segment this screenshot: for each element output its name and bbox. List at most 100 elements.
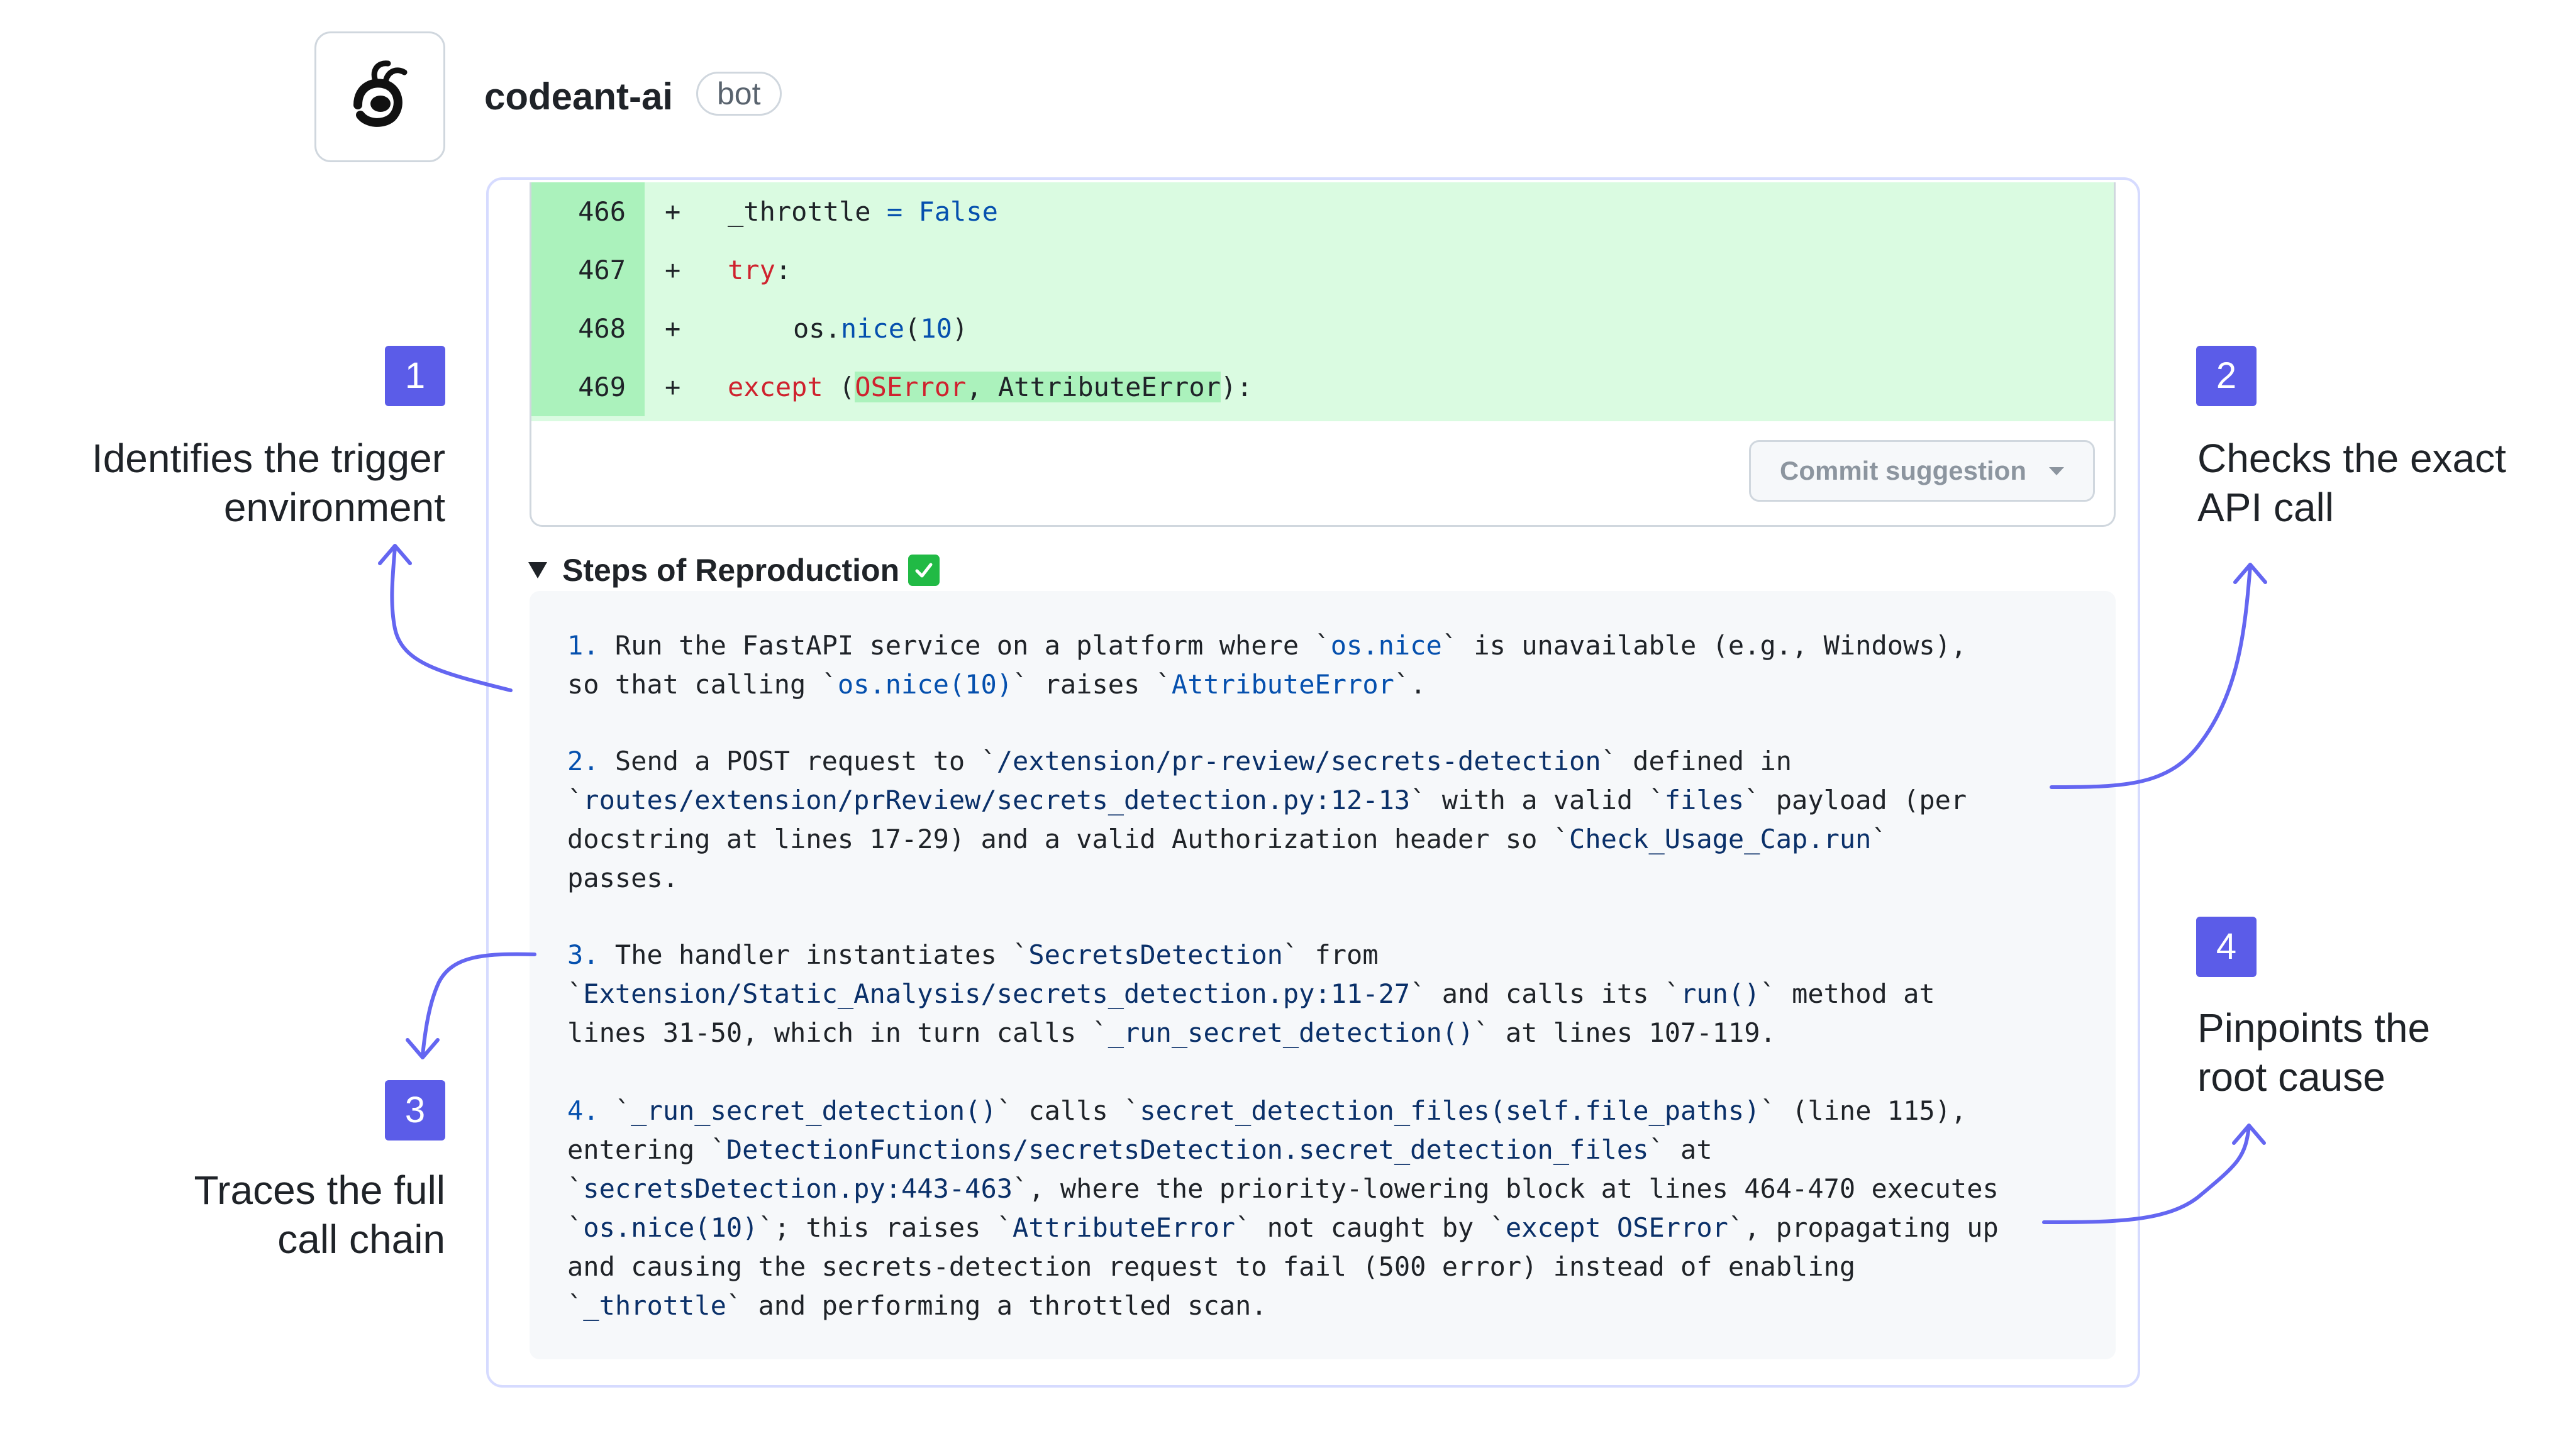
step-text: ` bbox=[599, 1095, 631, 1126]
step-text: ` with a valid ` bbox=[1410, 785, 1665, 815]
commit-suggestion-label: Commit suggestion bbox=[1779, 456, 2026, 485]
code-ref: _run_secret_detection() bbox=[1108, 1017, 1474, 1048]
step-4-line: 4. `_run_secret_detection()` calls `secr… bbox=[567, 1091, 1967, 1130]
code-ref: _run_secret_detection() bbox=[631, 1095, 997, 1126]
code-ref: secretsDetection.py:443-463 bbox=[583, 1173, 1013, 1204]
step-text: so that calling ` bbox=[567, 669, 838, 700]
step-3-line: lines 31-50, which in turn calls `_run_s… bbox=[567, 1013, 1776, 1052]
check-mark-icon bbox=[908, 555, 940, 586]
annotation-line: environment bbox=[223, 485, 445, 530]
diff-row: 469 + except (OSError, AttributeError): bbox=[531, 358, 2114, 416]
step-4-line: `secretsDetection.py:443-463`, where the… bbox=[567, 1169, 1999, 1208]
annotation-line: Checks the exact bbox=[2197, 436, 2506, 481]
suggestion-block: 466 + _throttle = False 467 + try: 468 +… bbox=[530, 182, 2116, 527]
step-1-line: 1. Run the FastAPI service on a platform… bbox=[567, 626, 1967, 665]
step-text: ` (line 115), bbox=[1760, 1095, 1967, 1126]
step-number: 3. bbox=[567, 939, 599, 970]
steps-title: Steps of Reproduction bbox=[562, 553, 900, 588]
avatar[interactable] bbox=[314, 31, 445, 162]
step-text: ` and calls its ` bbox=[1410, 978, 1681, 1009]
code-token: : bbox=[775, 255, 792, 285]
code-token: try bbox=[728, 255, 775, 285]
username[interactable]: codeant-ai bbox=[484, 75, 674, 118]
step-text: Run the FastAPI service on a platform wh… bbox=[599, 630, 1331, 661]
diff-row: 466 + _throttle = False bbox=[531, 182, 2114, 241]
step-text: `. bbox=[1394, 669, 1426, 700]
step-number: 1. bbox=[567, 630, 599, 661]
arrowhead-3 bbox=[406, 1038, 440, 1059]
disclosure-triangle-icon bbox=[528, 562, 547, 578]
arrow-4 bbox=[2042, 1125, 2251, 1224]
codeant-logo-icon bbox=[353, 60, 408, 127]
annotation-4-marker: 4 bbox=[2196, 917, 2257, 977]
step-number: 2. bbox=[567, 746, 599, 776]
code-ref: /extension/pr-review/secrets-detection bbox=[996, 746, 1601, 776]
arrow-3 bbox=[421, 952, 536, 1057]
step-text: passes. bbox=[567, 863, 679, 893]
chevron-down-icon[interactable] bbox=[2049, 467, 2064, 475]
code-token: ( bbox=[823, 372, 855, 402]
commit-suggestion-button[interactable]: Commit suggestion bbox=[1748, 440, 2095, 502]
step-text: ` method at bbox=[1760, 978, 1935, 1009]
code-ref: routes/extension/prReview/secrets_detect… bbox=[583, 785, 1411, 815]
step-text: `, propagating up bbox=[1728, 1212, 1999, 1243]
annotation-line: Pinpoints the bbox=[2197, 1005, 2431, 1051]
step-text: ` at bbox=[1648, 1134, 1713, 1165]
code-ref: secret_detection_files(self.file_paths) bbox=[1140, 1095, 1760, 1126]
code-ref: run() bbox=[1680, 978, 1760, 1009]
code-ref: os.nice bbox=[1330, 630, 1442, 661]
code-ref: AttributeError bbox=[1013, 1212, 1236, 1243]
step-text: lines 31-50, which in turn calls ` bbox=[567, 1017, 1108, 1048]
annotation-2-marker: 2 bbox=[2196, 346, 2257, 406]
steps-summary-toggle[interactable]: Steps of Reproduction bbox=[528, 548, 940, 592]
code-line: except (OSError, AttributeError): bbox=[728, 358, 1252, 416]
steps-code-panel: 1. Run the FastAPI service on a platform… bbox=[530, 591, 2116, 1359]
diff-row: 468 + os.nice(10) bbox=[531, 299, 2114, 358]
code-token: ) bbox=[952, 313, 969, 344]
annotation-line: API call bbox=[2197, 485, 2334, 530]
code-token: except bbox=[728, 372, 823, 402]
code-ref: except OSError bbox=[1505, 1212, 1728, 1243]
step-1-line: so that calling `os.nice(10)` raises `At… bbox=[567, 665, 1426, 704]
code-token: os. bbox=[793, 313, 841, 344]
step-number: 4. bbox=[567, 1095, 599, 1126]
code-ref: DetectionFunctions/secretsDetection.secr… bbox=[726, 1134, 1649, 1165]
step-text: Send a POST request to ` bbox=[599, 746, 997, 776]
arrowhead-4 bbox=[2232, 1124, 2266, 1145]
step-2-line: passes. bbox=[567, 859, 679, 898]
step-text: ` bbox=[567, 1290, 584, 1321]
line-number: 469 bbox=[531, 358, 645, 416]
annotation-line: Traces the full bbox=[194, 1168, 445, 1213]
diff-marker: + bbox=[665, 196, 681, 227]
code-ref: os.nice(10) bbox=[583, 1212, 758, 1243]
step-text: docstring at lines 17-29) and a valid Au… bbox=[567, 824, 1570, 854]
annotation-3-marker: 3 bbox=[385, 1080, 445, 1141]
step-text: `; this raises ` bbox=[758, 1212, 1013, 1243]
code-ref: os.nice(10) bbox=[837, 669, 1013, 700]
code-ref: Check_Usage_Cap.run bbox=[1569, 824, 1872, 854]
line-number: 467 bbox=[531, 241, 645, 299]
code-line: try: bbox=[728, 241, 791, 299]
step-text: ` not caught by ` bbox=[1235, 1212, 1506, 1243]
line-number: 468 bbox=[531, 299, 645, 358]
code-token: ( bbox=[904, 313, 921, 344]
diff-added-lines: 466 + _throttle = False 467 + try: 468 +… bbox=[531, 182, 2114, 421]
code-ref: AttributeError bbox=[1171, 669, 1394, 700]
step-4-line: `os.nice(10)`; this raises `AttributeErr… bbox=[567, 1208, 1999, 1247]
step-text: ` bbox=[567, 785, 584, 815]
step-text: The handler instantiates ` bbox=[599, 939, 1029, 970]
code-token: 10 bbox=[920, 313, 952, 344]
step-text: ` bbox=[567, 1212, 584, 1243]
diff-marker: + bbox=[665, 313, 681, 344]
arrow-1 bbox=[390, 545, 513, 692]
annotation-line: Identifies the trigger bbox=[91, 436, 445, 481]
code-ref: SecretsDetection bbox=[1028, 939, 1283, 970]
step-text: ` bbox=[567, 978, 584, 1009]
step-text: ` and performing a throttled scan. bbox=[726, 1290, 1267, 1321]
code-token: OSError bbox=[855, 372, 967, 402]
diff-marker: + bbox=[665, 372, 681, 402]
step-text: ` from bbox=[1282, 939, 1379, 970]
